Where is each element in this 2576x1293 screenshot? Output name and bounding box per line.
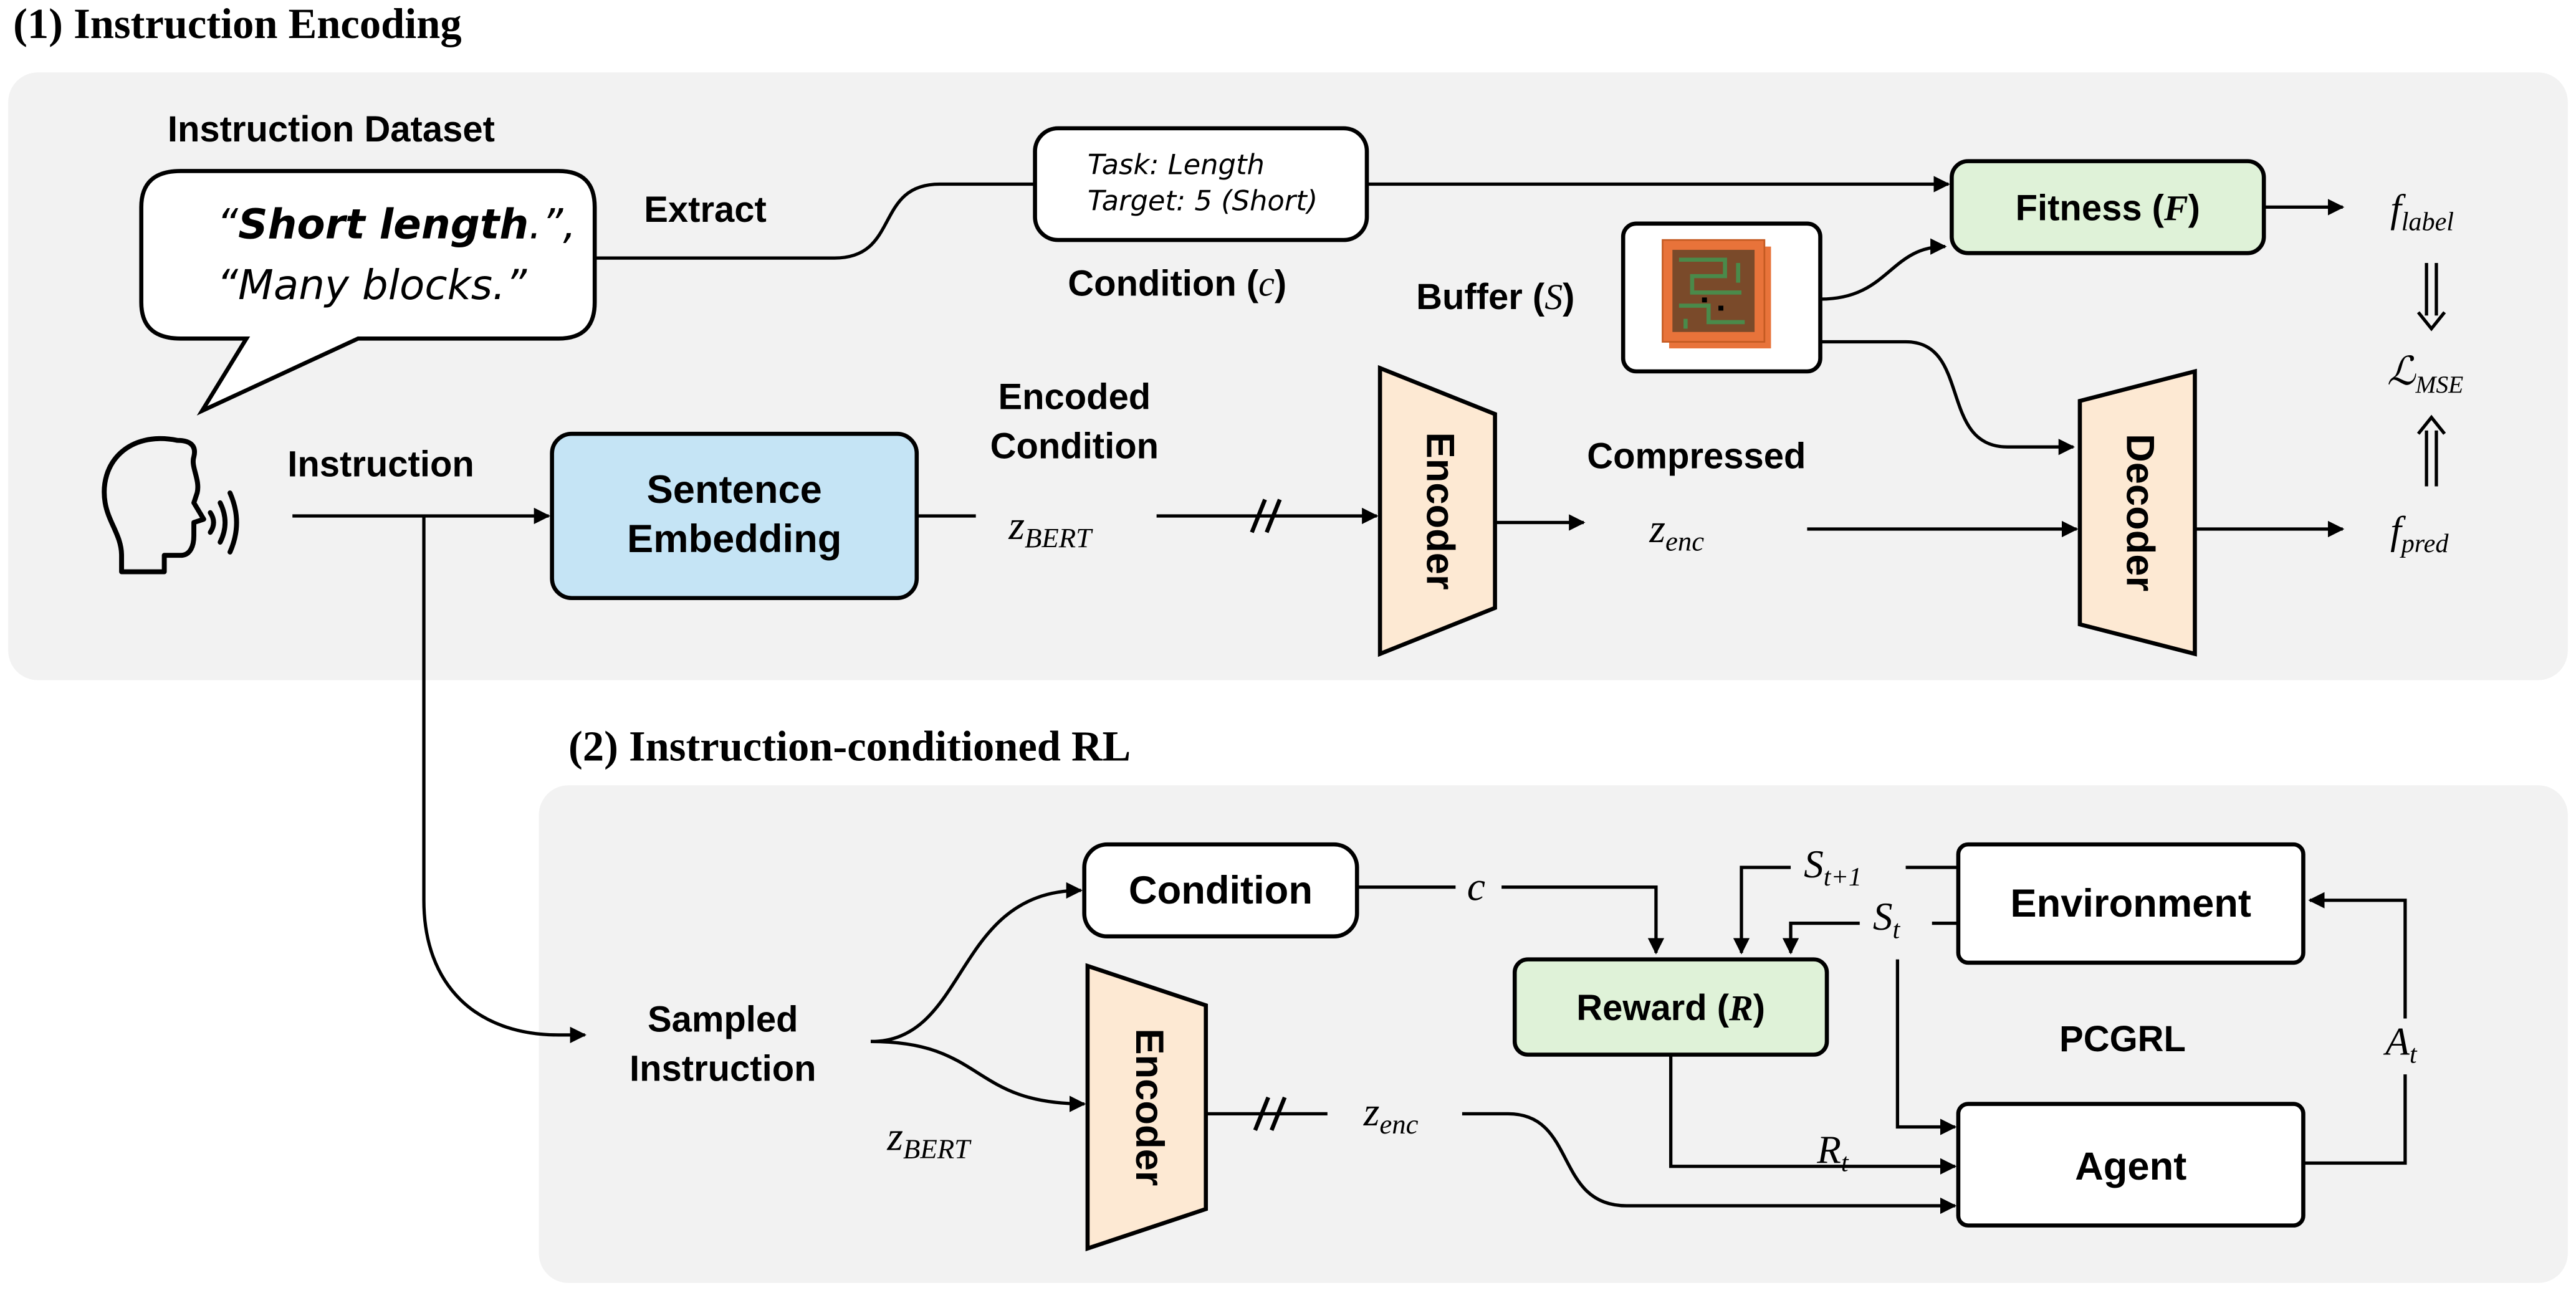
s-next-to-reward-arrow (1741, 866, 1958, 953)
a-t-label-bg (2378, 1018, 2435, 1075)
buffer-label: Buffer (S) (1416, 277, 1574, 317)
rl-z-bert-symbol: zBERT (886, 1114, 972, 1164)
compressed-label: Compressed (1587, 437, 1806, 477)
instruction-to-sampled-arrow (422, 515, 587, 1044)
agent-label: Agent (2075, 1145, 2186, 1188)
label-to-loss-double-arrow (2416, 263, 2446, 332)
encoded-condition-line-1: Encoded (998, 378, 1151, 417)
s-t-to-agent-arrow (1895, 959, 1957, 1135)
c-to-reward-arrow (1501, 885, 1665, 955)
instruction-label: Instruction (287, 445, 474, 485)
rl-encoder-label: Encoder (1128, 1028, 1171, 1186)
extract-label: Extract (644, 190, 767, 230)
reward-label: Reward (R) (1576, 988, 1765, 1028)
decoder-label: Decoder (2119, 434, 2162, 591)
z-bert-symbol: zBERT (1008, 503, 1093, 553)
rl-condition-box (1082, 842, 1359, 939)
sampled-instruction-line-1: Sampled (648, 1000, 798, 1040)
rl-z-enc-symbol: zenc (1363, 1089, 1419, 1140)
decoder-shape (2077, 368, 2197, 657)
sampled-to-condition-arrow (870, 882, 1083, 1044)
buffer-to-decoder-arrow (1820, 340, 2076, 456)
speaking-head-icon (102, 436, 239, 575)
buffer-to-fitness-arrow (1820, 238, 1947, 301)
extract-connector (595, 182, 1035, 260)
encoded-condition-line-2: Condition (990, 427, 1159, 467)
bubble-line-2: “Many blocks.” (217, 261, 527, 309)
encoder-label: Encoder (1419, 432, 1462, 590)
rl-section-title: (2) Instruction-conditioned RL (568, 723, 1131, 770)
sampled-instruction-line-2: Instruction (630, 1049, 816, 1089)
pred-to-loss-double-arrow (2416, 414, 2446, 487)
fitness-label: Fitness (F) (2016, 188, 2200, 228)
encoding-section-title: (1) Instruction Encoding (13, 0, 462, 47)
rl-c-symbol: c (1467, 864, 1485, 910)
s-t-to-reward-arrow (1782, 922, 1860, 955)
environment-label: Environment (2010, 882, 2251, 925)
f-label-symbol: flabel (2390, 187, 2454, 236)
sentence-embedding-box (550, 431, 919, 601)
pcgrl-label: PCGRL (2059, 1019, 2186, 1059)
loss-symbol: ℒMSE (2387, 350, 2463, 398)
speech-bubble (139, 169, 597, 416)
level-map-icon (1662, 239, 1771, 349)
bubble-line-1: “Short length.”, (217, 200, 576, 248)
reward-to-agent-arrow (1669, 1054, 1957, 1175)
sentence-embedding-line-2: Embedding (627, 517, 841, 561)
rl-condition-label: Condition (1129, 869, 1313, 912)
r-t-symbol: Rt (1816, 1128, 1849, 1177)
s-next-symbol: St+1 (1804, 842, 1862, 892)
condition-box-line-1: Task: Length (1088, 148, 1265, 181)
stop-gradient-mark (1250, 499, 1282, 533)
f-pred-symbol: fpred (2390, 509, 2449, 558)
instruction-dataset-label: Instruction Dataset (168, 110, 495, 150)
condition-label: Condition (c) (1068, 264, 1286, 304)
rl-stop-gradient-mark (1253, 1096, 1287, 1131)
condition-box-line-2: Target: 5 (Short) (1088, 184, 1318, 217)
a-t-symbol: At (2383, 1020, 2418, 1069)
zenc-to-agent-arrow (1462, 1112, 1957, 1214)
sampled-to-encoder-arrow (870, 1039, 1086, 1112)
encoder-shape (1377, 365, 1497, 657)
rl-encoder-shape (1085, 963, 1209, 1252)
z-enc-symbol: zenc (1649, 506, 1704, 556)
environment-box (1956, 842, 2305, 965)
s-t-symbol: St (1873, 895, 1901, 944)
sentence-embedding-line-1: Sentence (647, 468, 822, 512)
